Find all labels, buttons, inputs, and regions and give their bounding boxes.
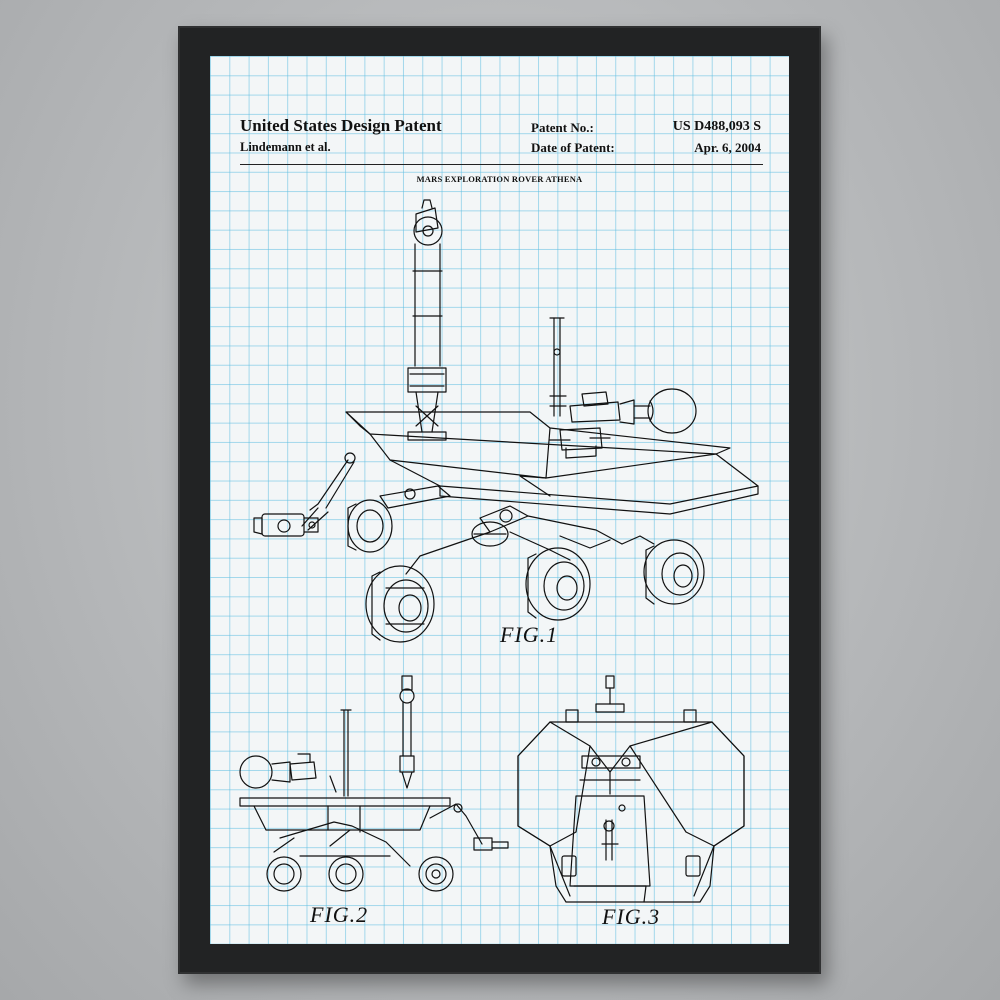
fig3-drawing [517,675,745,903]
patent-inventor: Lindemann et al. [240,140,331,154]
patent-print: United States Design Patent Lindemann et… [210,56,789,944]
patent-subject: MARS EXPLORATION ROVER ATHENA [416,174,583,184]
patent-title: United States Design Patent [240,116,442,135]
fig1-drawing [253,199,759,643]
header-rule [240,164,763,165]
patent-number-value: US D488,093 S [672,119,761,134]
fig1-label: FIG.1 [500,622,559,647]
patent-date-label: Date of Patent: [531,140,615,155]
patent-number-label: Patent No.: [531,120,594,135]
picture-frame: United States Design Patent Lindemann et… [178,26,821,974]
patent-date-value: Apr. 6, 2004 [694,140,761,155]
fig3-label: FIG.3 [602,904,661,929]
fig2-drawing [239,675,509,892]
rover-drawings [239,199,759,903]
fig2-label: FIG.2 [310,902,369,927]
